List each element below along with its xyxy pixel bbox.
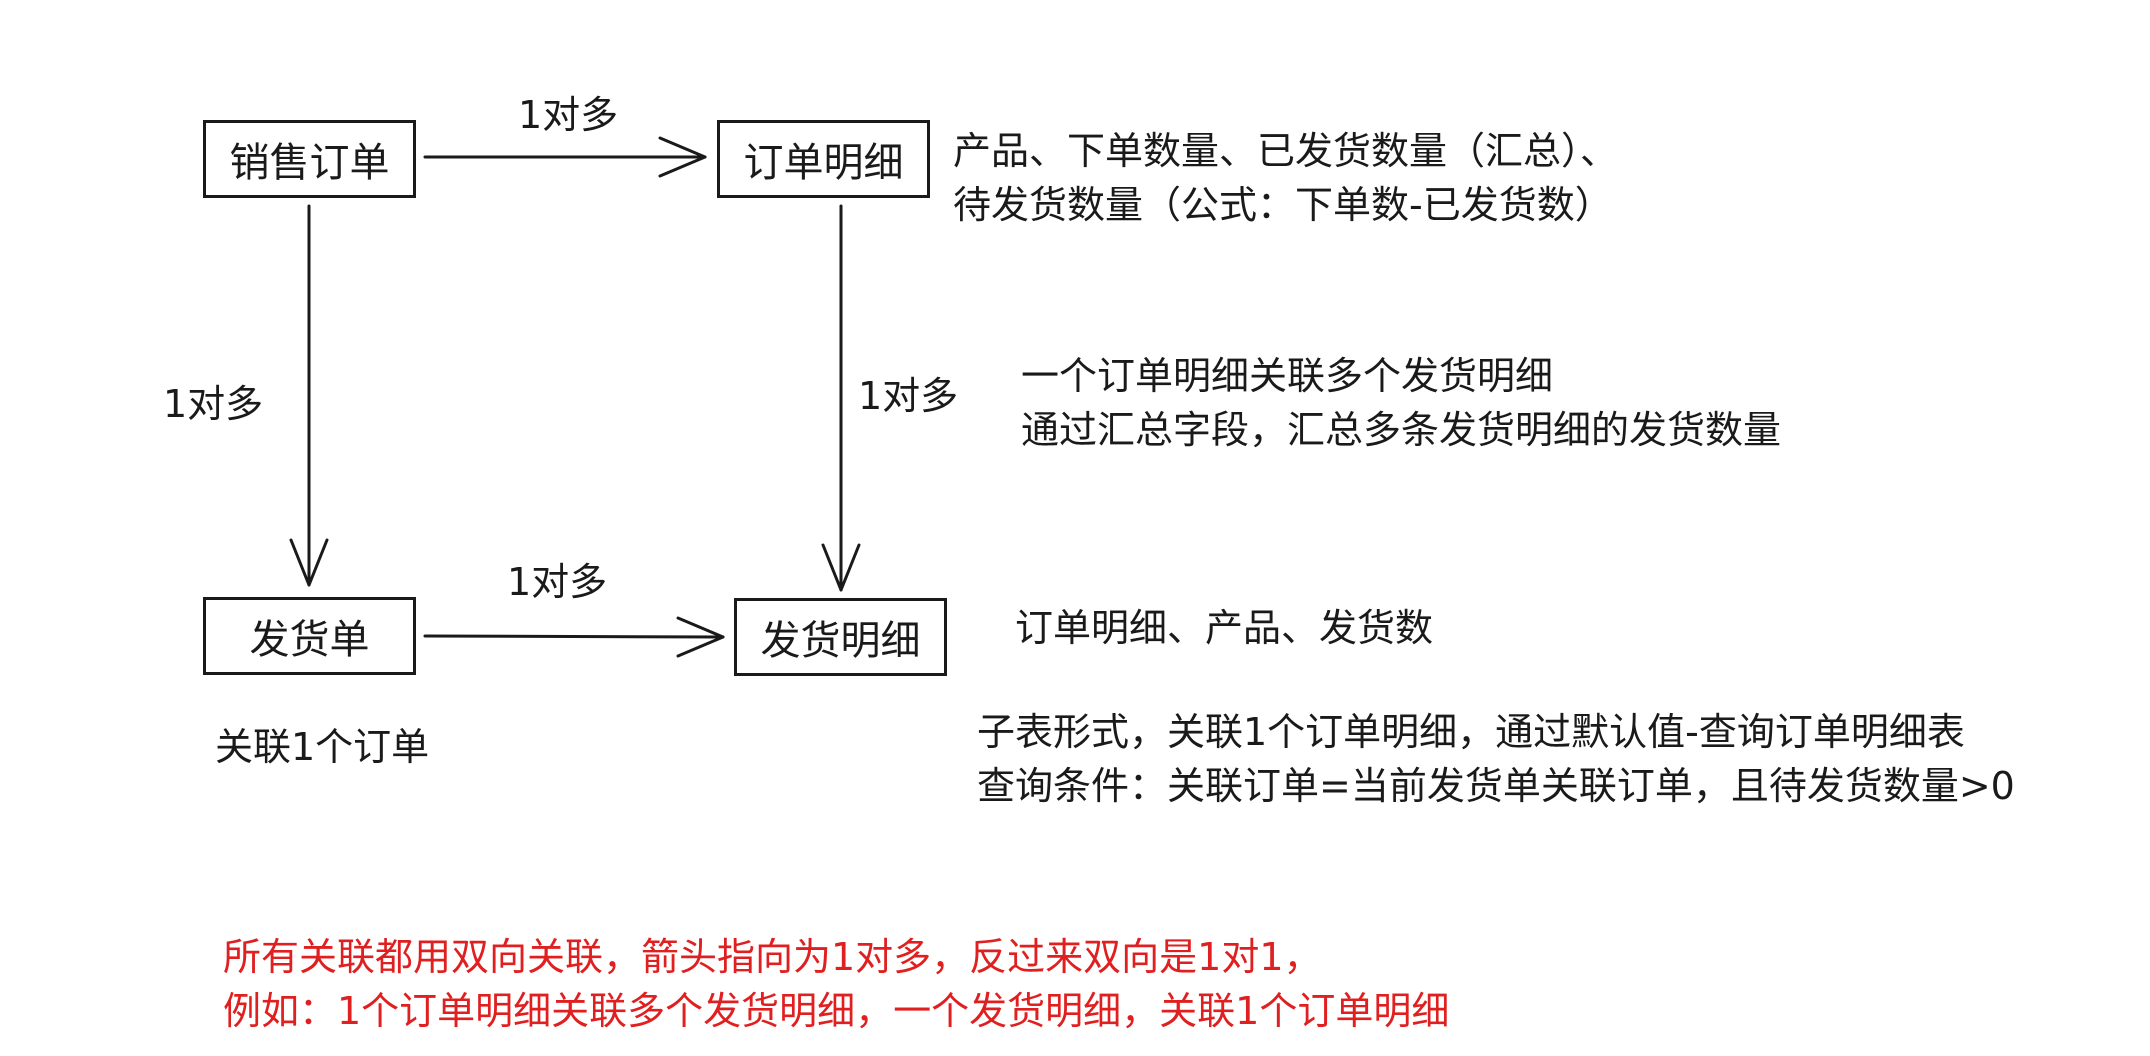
note-line: 通过汇总字段，汇总多条发货明细的发货数量 bbox=[1021, 408, 1782, 452]
note-line: 一个订单明细关联多个发货明细 bbox=[1021, 354, 1554, 398]
relation-label-detail-to-shipping-detail: 1对多 bbox=[858, 374, 959, 418]
arrowhead-shipping-to-shipping-detail bbox=[676, 616, 725, 658]
footer-line: 例如：1个订单明细关联多个发货明细，一个发货明细，关联1个订单明细 bbox=[223, 989, 1450, 1033]
relation-label-sales-to-detail: 1对多 bbox=[518, 93, 619, 137]
relation-label-shipping-to-shipping-detail: 1对多 bbox=[507, 560, 608, 604]
note-line: 查询条件：关联订单=当前发货单关联订单，且待发货数量>0 bbox=[977, 764, 2015, 808]
note-detail-relation: 一个订单明细关联多个发货明细 通过汇总字段，汇总多条发货明细的发货数量 bbox=[1021, 349, 1781, 457]
arrow-shipping-to-shipping-detail bbox=[423, 634, 725, 639]
footer-explanation: 所有关联都用双向关联，箭头指向为1对多，反过来双向是1对1， 例如：1个订单明细… bbox=[223, 930, 1449, 1038]
note-line: 待发货数量（公式：下单数-已发货数） bbox=[953, 183, 1613, 227]
note-line: 子表形式，关联1个订单明细，通过默认值-查询订单明细表 bbox=[977, 710, 1965, 754]
node-order-detail: 订单明细 bbox=[717, 120, 930, 198]
node-shipping-order: 发货单 bbox=[203, 597, 416, 675]
note-order-detail-fields: 产品、下单数量、已发货数量（汇总）、 待发货数量（公式：下单数-已发货数） bbox=[953, 124, 1618, 232]
footer-line: 所有关联都用双向关联，箭头指向为1对多，反过来双向是1对1， bbox=[223, 935, 1322, 979]
arrowhead-sales-to-shipping bbox=[289, 538, 329, 587]
node-shipping-detail: 发货明细 bbox=[734, 598, 947, 676]
note-line: 产品、下单数量、已发货数量（汇总）、 bbox=[953, 129, 1619, 173]
note-shipping-detail-fields: 订单明细、产品、发货数 bbox=[1015, 606, 1434, 650]
arrowhead-detail-to-shipping-detail bbox=[821, 543, 861, 592]
note-shipping-detail-subtable: 子表形式，关联1个订单明细，通过默认值-查询订单明细表 查询条件：关联订单=当前… bbox=[977, 705, 2015, 813]
note-shipping-order: 关联1个订单 bbox=[215, 725, 430, 769]
arrowhead-sales-to-detail bbox=[658, 136, 707, 178]
relation-label-sales-to-shipping: 1对多 bbox=[163, 382, 264, 426]
node-sales-order: 销售订单 bbox=[203, 120, 416, 198]
